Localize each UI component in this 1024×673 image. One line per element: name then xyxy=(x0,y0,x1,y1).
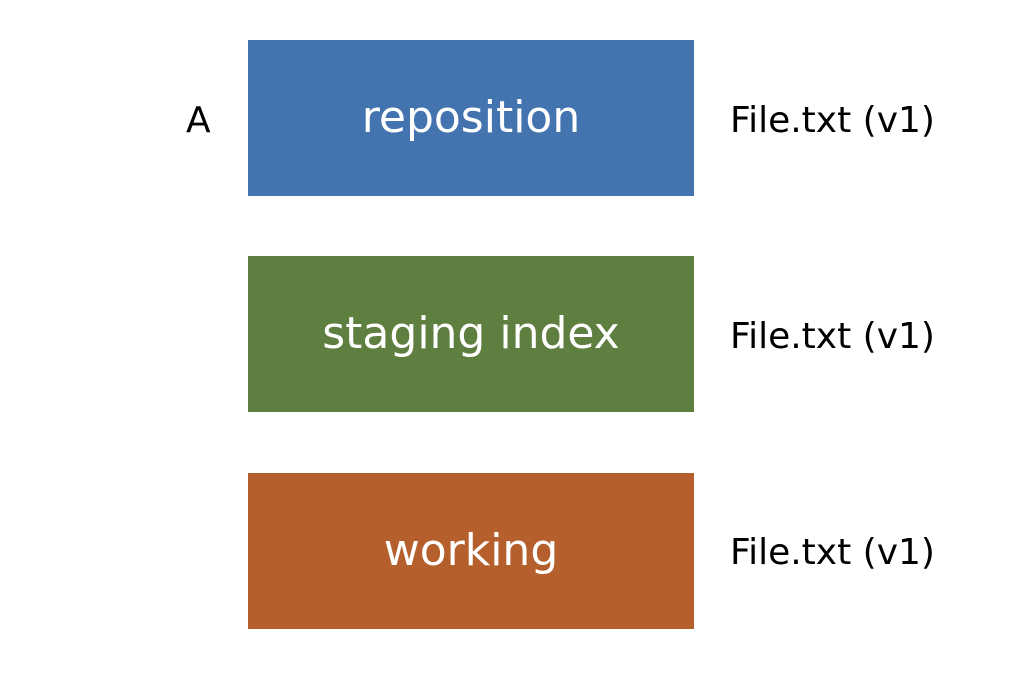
staging-index-box-label: staging index xyxy=(322,308,620,359)
staging-index-box: staging index xyxy=(248,256,694,412)
staging-index-file-label: File.txt (v1) xyxy=(730,316,935,357)
working-box-label: working xyxy=(383,525,559,576)
working-file-label: File.txt (v1) xyxy=(730,532,935,573)
repository-marker-label: A xyxy=(186,100,211,141)
repository-file-label: File.txt (v1) xyxy=(730,100,935,141)
repository-box-label: reposition xyxy=(361,92,581,143)
working-box: working xyxy=(248,473,694,629)
repository-box: reposition xyxy=(248,40,694,196)
